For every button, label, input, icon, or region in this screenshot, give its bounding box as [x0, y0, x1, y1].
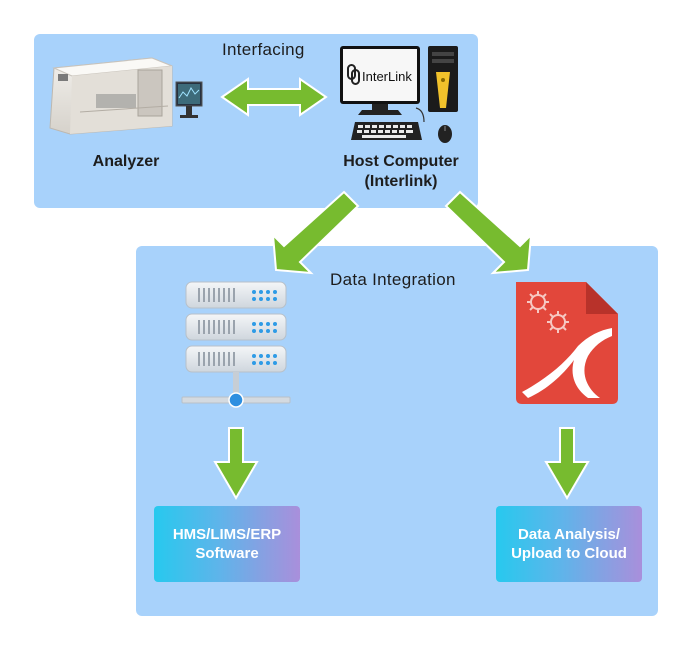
server-stack-icon: [181, 281, 291, 408]
lab-analyzer-machine-icon: [49, 57, 203, 135]
link-logo-icon: [347, 64, 360, 85]
hms-box-line2: Software: [195, 545, 259, 562]
cloud-box-line1: Data Analysis/: [518, 526, 620, 543]
hms-box-line1: HMS/LIMS/ERP: [172, 526, 282, 543]
host-computer-label: Host Computer (Interlink): [324, 152, 478, 192]
arrow-to-report-icon: [444, 190, 533, 275]
interfacing-title: Interfacing: [222, 40, 305, 59]
desktop-computer-icon: InterLink: [340, 46, 458, 143]
cloud-box-line2: Upload to Cloud: [511, 545, 627, 562]
arrow-to-cloud-icon: [544, 427, 590, 500]
arrow-to-hms-icon: [213, 427, 259, 500]
interlink-logo-text: InterLink: [362, 69, 412, 84]
arrow-to-server-icon: [271, 190, 360, 275]
host-computer-label-line2: (Interlink): [364, 173, 438, 190]
host-computer-label-line1: Host Computer: [343, 153, 459, 170]
hms-lims-erp-box: HMS/LIMS/ERP Software: [154, 506, 300, 582]
data-integration-title: Data Integration: [330, 270, 456, 289]
data-analysis-cloud-box: Data Analysis/ Upload to Cloud: [496, 506, 642, 582]
report-document-icon: [516, 282, 618, 404]
bidirectional-arrow-icon: [220, 77, 328, 117]
gear-icon: [527, 291, 569, 333]
analyzer-label: Analyzer: [92, 153, 160, 170]
